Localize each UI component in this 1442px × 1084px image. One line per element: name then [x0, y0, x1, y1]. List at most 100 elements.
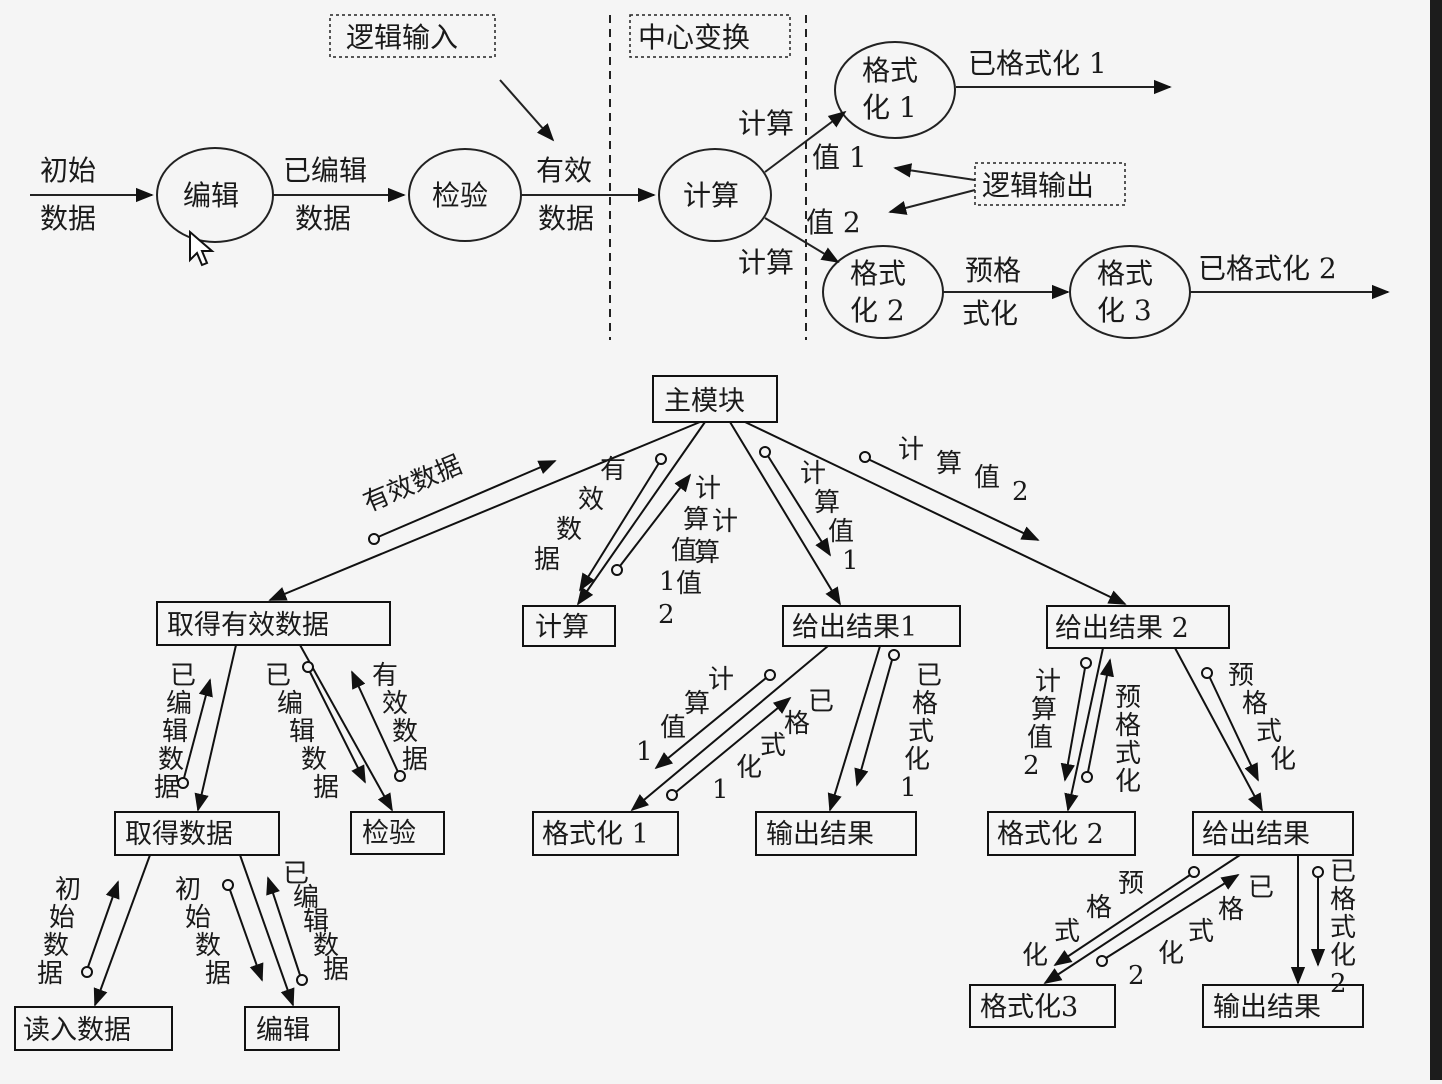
couple-label-formatted2-char: 格: [1218, 895, 1244, 925]
couple-label-preformat-c-char: 式: [1054, 917, 1080, 947]
couple-label-calc-val2-b-char: 算: [936, 449, 962, 479]
couple-label-formatted1-b-char: 格: [912, 689, 938, 719]
couple-label-calc-val1-b-char: 值: [828, 517, 854, 547]
couple-label-calc-val1-a-char: 1: [659, 567, 676, 597]
call-getdata-read: [93, 854, 151, 1007]
module-label-get-data: 取得数据: [125, 819, 233, 850]
module-label-main: 主模块: [664, 386, 745, 417]
flow-label-valid-1: 有效: [536, 154, 592, 187]
couple-label-formatted2-char: 化: [1158, 939, 1184, 969]
couple-label-valid-data-up-char: 效: [382, 689, 408, 719]
flow-calc-up: [764, 110, 847, 173]
couple-label-formatted1-char: 格: [784, 709, 810, 739]
couple-tail: [368, 533, 380, 545]
couple-label-formatted2-char: 2: [1128, 961, 1145, 991]
couple-label-preformat-up-char: 格: [1115, 711, 1141, 741]
couple-label-calc-val2-a-char: 算: [694, 538, 720, 568]
couple-tail: [1201, 667, 1213, 679]
flow-label-value1: 值 1: [812, 141, 867, 174]
couple-label-formatted1-char: 化: [736, 753, 762, 783]
flow-label-formatted1: 已格式化 1: [968, 47, 1107, 80]
module-edit: [244, 1006, 340, 1051]
flow-label-initial-1: 初始: [40, 154, 96, 187]
couple-tail: [1188, 866, 1200, 878]
flow-label-preformat-2: 式化: [962, 297, 1018, 330]
module-label-give-result: 给出结果: [1202, 819, 1310, 850]
couple-label-edited-data-up2-char: 数: [313, 931, 339, 961]
couple-label-edited-data-up-char: 辑: [162, 717, 188, 747]
couple-label-formatted2-b-char: 式: [1330, 913, 1356, 943]
couple-label-initial-data-up-char: 初: [55, 875, 81, 905]
couple-tail: [302, 661, 314, 673]
flow-label-preformat-1: 预格: [965, 254, 1021, 287]
couple-label-preformat-up-char: 预: [1115, 683, 1141, 713]
module-label-get-valid: 取得有效数据: [167, 610, 329, 641]
couple-label-valid-data-up-char: 数: [392, 717, 418, 747]
couple-label-edited-data-down-char: 据: [313, 773, 339, 803]
couple-tail: [296, 974, 308, 986]
call-getvalid-getdata: [194, 644, 237, 812]
pointer-value2: [888, 189, 976, 215]
couple-label-initial-data-up-char: 据: [37, 959, 63, 989]
couple-tail: [759, 446, 771, 458]
call-out1-print1: [827, 645, 881, 812]
couple-label-preformat-down-char: 格: [1242, 689, 1268, 719]
couple-preformat-format3: [1053, 874, 1191, 966]
call-out2-giveresult: [1174, 647, 1263, 812]
module-format3: [969, 984, 1116, 1028]
bubble-format1: [834, 41, 956, 139]
couple-label-preformat-down-char: 化: [1270, 745, 1296, 775]
module-get-data: [114, 811, 280, 856]
data-flow-diagram: [30, 14, 1390, 340]
couple-label-formatted2-b-char: 化: [1330, 941, 1356, 971]
couple-tail: [1081, 771, 1093, 783]
module-label-output2: 给出结果 2: [1055, 613, 1189, 644]
couple-label-formatted1-char: 式: [760, 731, 786, 761]
couple-label-preformat-up-char: 式: [1115, 739, 1141, 769]
bubble-label-format2-1: 格式: [850, 257, 906, 290]
couple-valid-up: [351, 670, 399, 773]
couple-label-edited-data-up2-char: 辑: [303, 907, 329, 937]
flow-label-value2: 值 2: [806, 206, 861, 239]
module-print2: [1202, 984, 1364, 1028]
center-transform-box: [629, 14, 791, 58]
bubble-label-format1-1: 格式: [862, 54, 918, 87]
call-getdata-edit: [239, 854, 295, 1007]
couple-label-calc-val2-c-char: 计: [1035, 667, 1061, 697]
couple-tail: [177, 777, 189, 789]
couple-label-preformat-down-char: 预: [1228, 661, 1254, 691]
couple-label-edited-data-down-char: 辑: [289, 717, 315, 747]
pointer-value1: [893, 163, 976, 181]
couple-label-formatted1-char: 1: [712, 775, 729, 805]
flow-label-calc-top: 计算: [738, 107, 794, 140]
couple-label-edited-data-up-char: 数: [158, 745, 184, 775]
couple-label-initial-data-down-char: 数: [195, 931, 221, 961]
couple-preformat-up: [1087, 658, 1114, 773]
couple-label-initial-data-up-char: 始: [49, 903, 75, 933]
call-main-out1: [729, 421, 841, 606]
couple-calc1-out1: [767, 455, 831, 557]
couple-tail: [1312, 866, 1324, 878]
couple-label-calc-val1-b-char: 算: [814, 488, 840, 518]
module-label-edit: 编辑: [256, 1015, 310, 1046]
couple-edited-up: [183, 678, 213, 779]
couple-formatted1-print: [854, 659, 893, 787]
module-main: [652, 375, 778, 423]
couple-label-calc-val1-a-char: 值: [671, 536, 697, 566]
couple-tail: [222, 879, 234, 891]
couple-label-initial-data-up-char: 数: [43, 931, 69, 961]
flow-label-calc-bottom: 计算: [738, 246, 794, 279]
module-output1: [782, 605, 961, 647]
flow-label-edited-2: 数据: [295, 202, 351, 235]
couple-label-calc-val1-c-char: 值: [660, 713, 686, 743]
couple-tail: [764, 669, 776, 681]
couple-label-initial-data-down-char: 始: [185, 903, 211, 933]
couple-label-calc-val2-a-char: 2: [658, 600, 675, 630]
couple-label-initial-data-down-char: 据: [205, 959, 231, 989]
call-getvalid-check: [299, 644, 393, 812]
couple-label-formatted2-char: 式: [1188, 917, 1214, 947]
couple-label-valid-data-v-char: 数: [556, 515, 582, 545]
module-print1: [755, 811, 917, 856]
